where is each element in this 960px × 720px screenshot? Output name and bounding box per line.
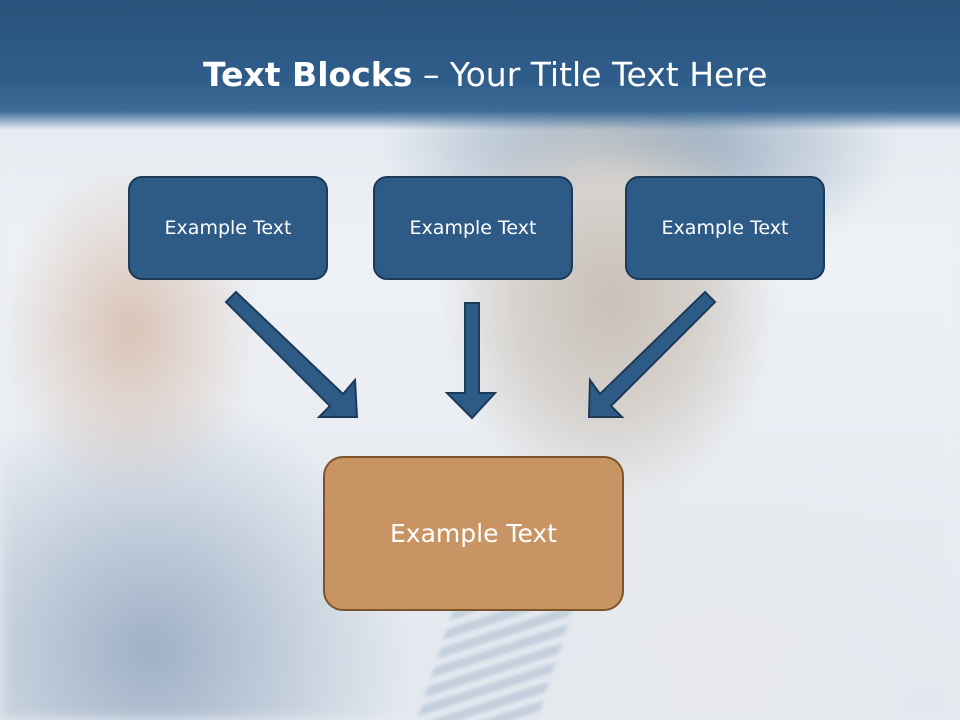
text-block-middle-label: Example Text bbox=[409, 217, 537, 239]
text-block-left-label: Example Text bbox=[164, 217, 292, 239]
title-rest: Your Title Text Here bbox=[449, 55, 768, 94]
text-block-middle[interactable]: Example Text bbox=[373, 176, 573, 280]
text-block-right-label: Example Text bbox=[661, 217, 789, 239]
text-block-left[interactable]: Example Text bbox=[128, 176, 328, 280]
arrow-down-icon bbox=[444, 302, 498, 420]
text-block-center-label: Example Text bbox=[390, 519, 557, 548]
text-block-right[interactable]: Example Text bbox=[625, 176, 825, 280]
title-bold: Text Blocks bbox=[203, 55, 413, 94]
slide-title: Text Blocks – Your Title Text Here bbox=[203, 52, 767, 98]
arrow-down-right-icon bbox=[224, 290, 359, 418]
text-block-center[interactable]: Example Text bbox=[323, 456, 624, 611]
arrow-down-left-icon bbox=[587, 290, 717, 418]
title-separator: – bbox=[412, 55, 450, 94]
title-bar bbox=[0, 0, 960, 130]
